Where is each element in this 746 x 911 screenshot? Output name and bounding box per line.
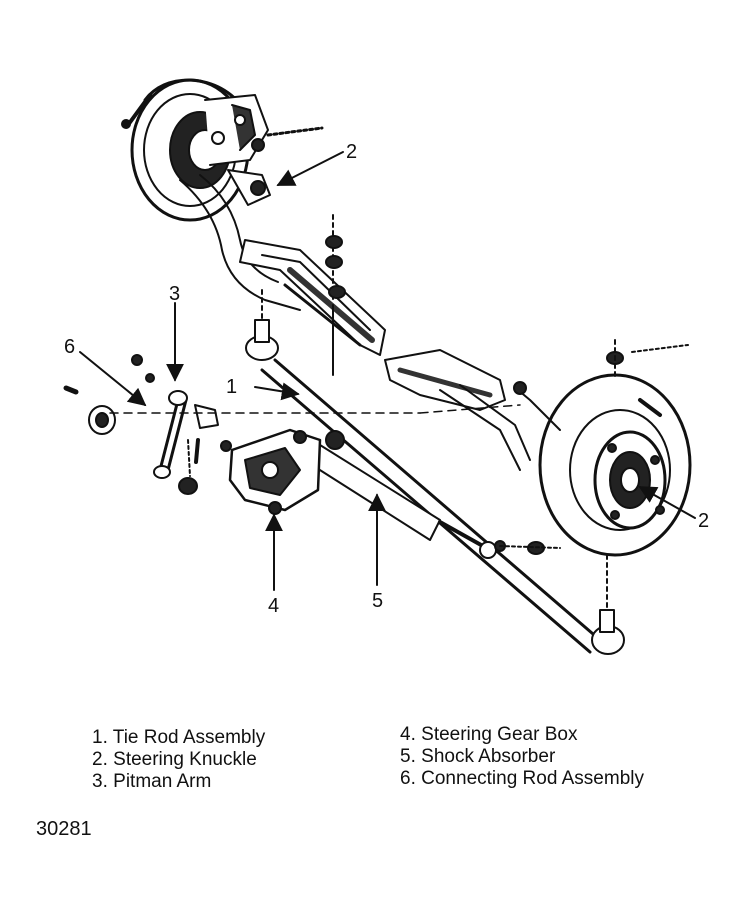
- axle-beam: [239, 239, 531, 471]
- u-bolt-stack: [325, 214, 346, 376]
- legend-right-column: 4. Steering Gear Box 5. Shock Absorber 6…: [400, 724, 644, 790]
- legend-item-6: 6. Connecting Rod Assembly: [400, 768, 644, 789]
- left-knuckle-arm: [179, 138, 301, 311]
- figure-id: 30281: [36, 818, 92, 840]
- callout-4: 4: [268, 595, 279, 617]
- legend-item-2: 2. Steering Knuckle: [92, 749, 257, 770]
- steering-gear-box: [220, 428, 322, 515]
- callout-2-top: 2: [346, 141, 357, 163]
- legend-left-column: 1. Tie Rod Assembly 2. Steering Knuckle …: [92, 727, 265, 793]
- left-wheel-assembly: [121, 78, 324, 222]
- callout-2-right: 2: [698, 510, 709, 532]
- callout-1: 1: [226, 376, 237, 398]
- legend-item-3: 3. Pitman Arm: [92, 771, 212, 792]
- right-wheel-assembly: [513, 339, 692, 557]
- callout-6: 6: [64, 336, 75, 358]
- callout-3: 3: [169, 283, 180, 305]
- callout-5: 5: [372, 590, 383, 612]
- legend-item-4: 4. Steering Gear Box: [400, 724, 578, 745]
- pitman-arm-assembly: [63, 354, 219, 495]
- legend-item-5: 5. Shock Absorber: [400, 746, 556, 767]
- legend-item-1: 1. Tie Rod Assembly: [92, 727, 266, 748]
- shock-absorber: [311, 430, 561, 559]
